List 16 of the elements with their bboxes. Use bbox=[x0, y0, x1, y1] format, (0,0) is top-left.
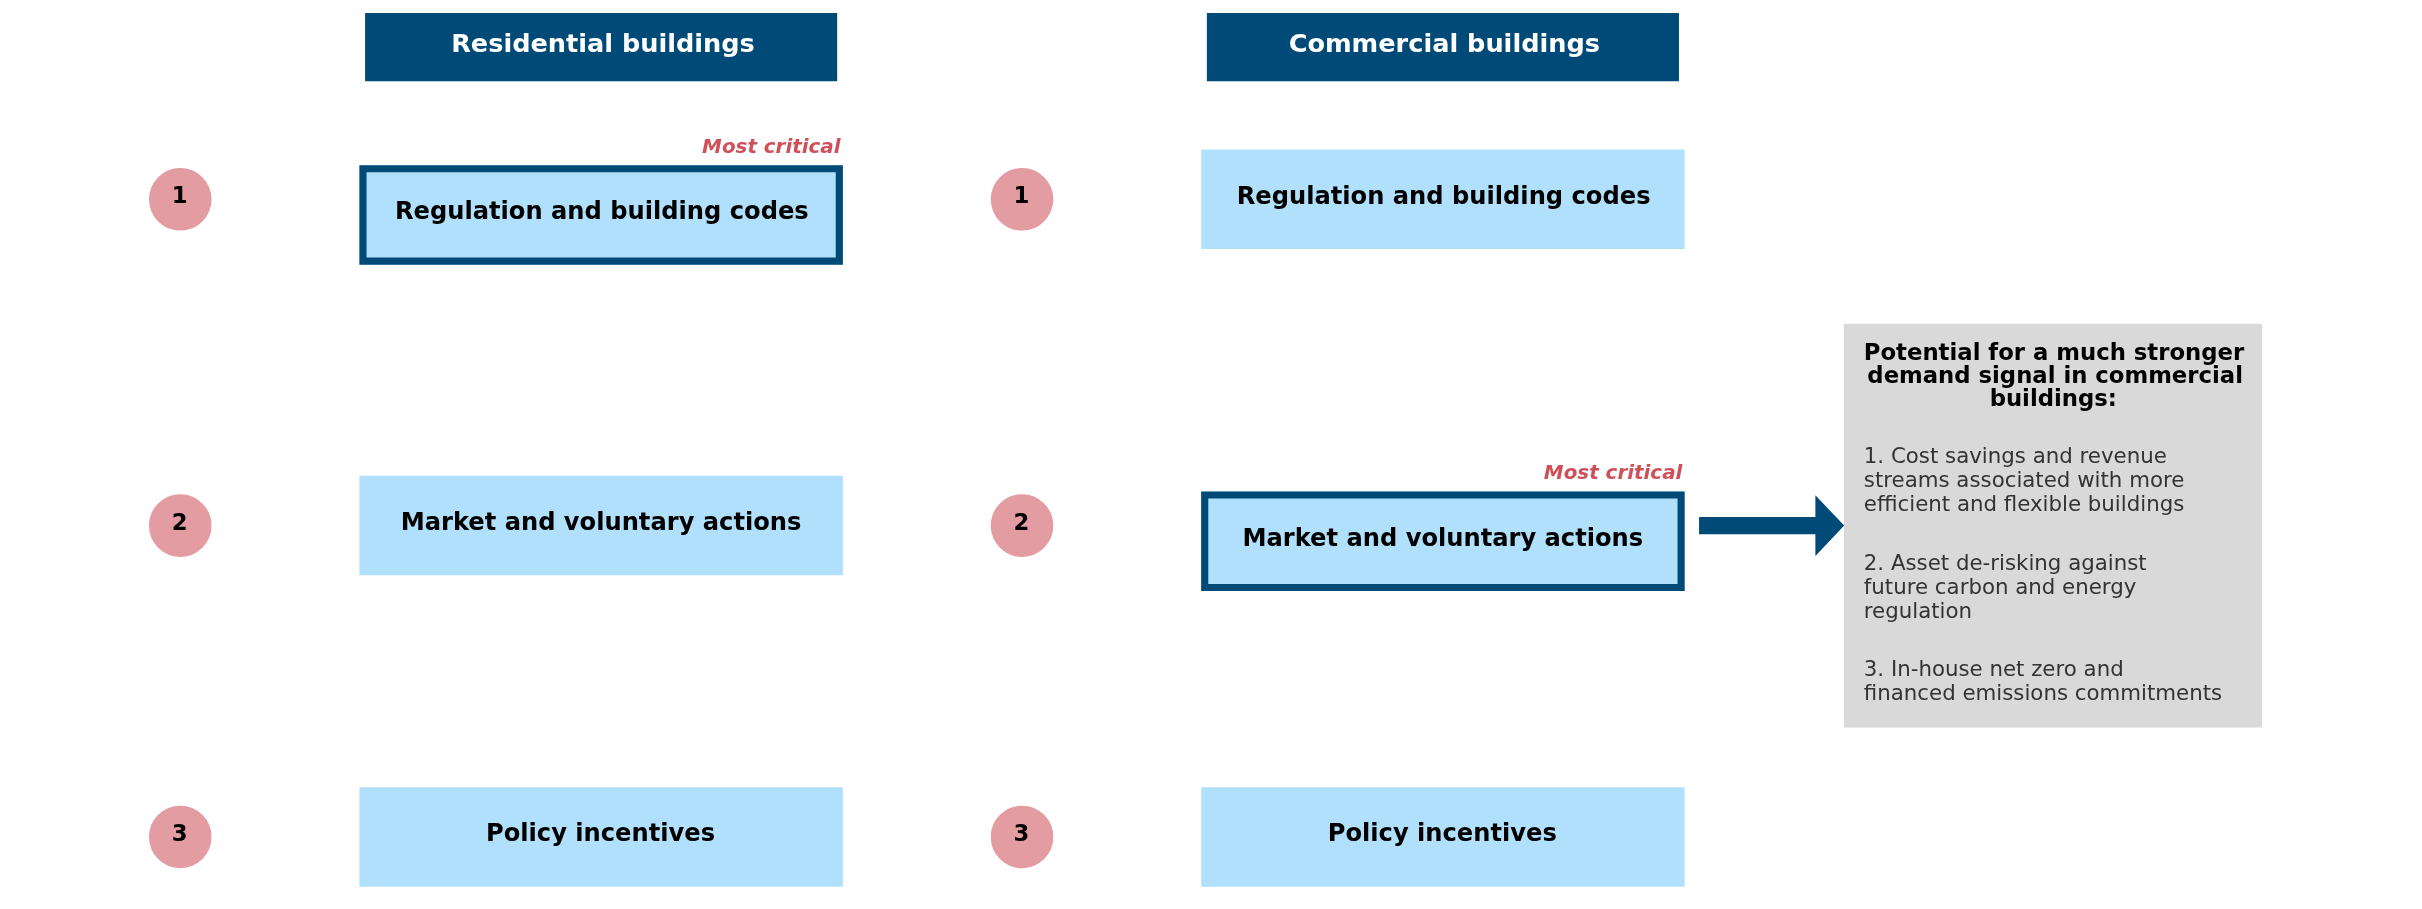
node-box: Regulation and building codes bbox=[1200, 149, 1685, 250]
node-box: Policy incentives bbox=[1200, 787, 1685, 887]
node-box: Residential buildings bbox=[364, 13, 837, 82]
node-circle: 3 bbox=[990, 805, 1053, 869]
node-label: Most critical bbox=[1543, 460, 1682, 484]
node-box: Commercial buildings bbox=[1206, 13, 1679, 82]
node-circle: 2 bbox=[990, 494, 1053, 557]
node-circle: 2 bbox=[148, 494, 212, 557]
node-box: Potential for a much stronger demand signal in commercial buildings: 1. Cost savings and revenue streams associated with more efficient and flexible buildings 2. Asset de-risking against future carbon and energy regulation 3. In-house net zero and financed emissions commitments bbox=[1843, 323, 2262, 728]
node-box: Market and voluntary actions bbox=[358, 475, 843, 576]
node-circle: 1 bbox=[148, 168, 212, 231]
node-circle: 3 bbox=[148, 805, 212, 869]
node-label: Most critical bbox=[701, 134, 841, 158]
node-box: Policy incentives bbox=[358, 787, 843, 887]
arrow bbox=[1698, 495, 1844, 556]
node-circle: 1 bbox=[990, 168, 1053, 231]
